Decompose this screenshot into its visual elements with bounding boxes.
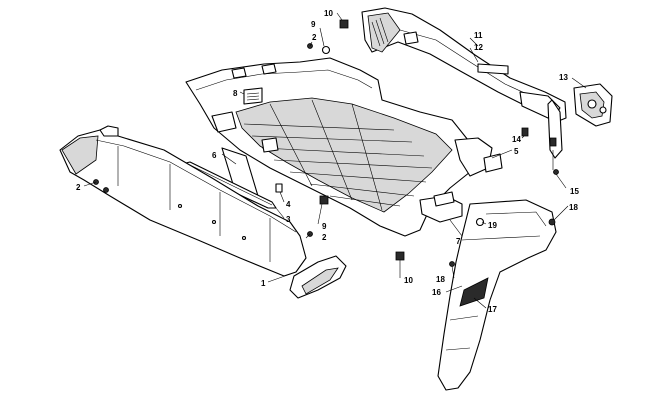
callout-6: 6: [212, 151, 217, 160]
callout-10: 10: [404, 276, 413, 285]
tail-light-housing: [573, 83, 613, 127]
callout-2: 2: [312, 33, 317, 42]
callout-19: 19: [488, 221, 497, 230]
callout-11: 11: [474, 31, 483, 40]
callout-13: 13: [559, 73, 568, 82]
callout-16: 16: [432, 288, 441, 297]
rear-decal: [477, 63, 509, 75]
callout-18: 18: [569, 203, 578, 212]
rear-tail-panel: [361, 7, 567, 170]
callout-15: 15: [570, 187, 579, 196]
fastener-group: [93, 19, 559, 267]
callout-12: 12: [474, 43, 483, 52]
leader-lines: [83, 12, 587, 309]
callout-9: 9: [322, 222, 327, 231]
callout-4: 4: [286, 200, 291, 209]
callout-labels: 1 2 2 2 3 4 5 6 7 8 9 9 10 10 11 12 13 1…: [76, 9, 579, 314]
callout-18: 18: [436, 275, 445, 284]
callout-9: 9: [311, 20, 316, 29]
callout-14: 14: [512, 135, 521, 144]
warning-decal: [243, 87, 263, 105]
right-side-panel: [437, 199, 557, 391]
callout-1: 1: [261, 279, 266, 288]
callout-7: 7: [456, 237, 461, 246]
callout-3: 3: [286, 215, 291, 224]
callout-10: 10: [324, 9, 333, 18]
callout-2: 2: [76, 183, 81, 192]
callout-8: 8: [233, 89, 238, 98]
left-side-panel: [59, 125, 347, 299]
callout-2: 2: [322, 233, 327, 242]
callout-17: 17: [488, 305, 497, 314]
callout-5: 5: [514, 147, 519, 156]
